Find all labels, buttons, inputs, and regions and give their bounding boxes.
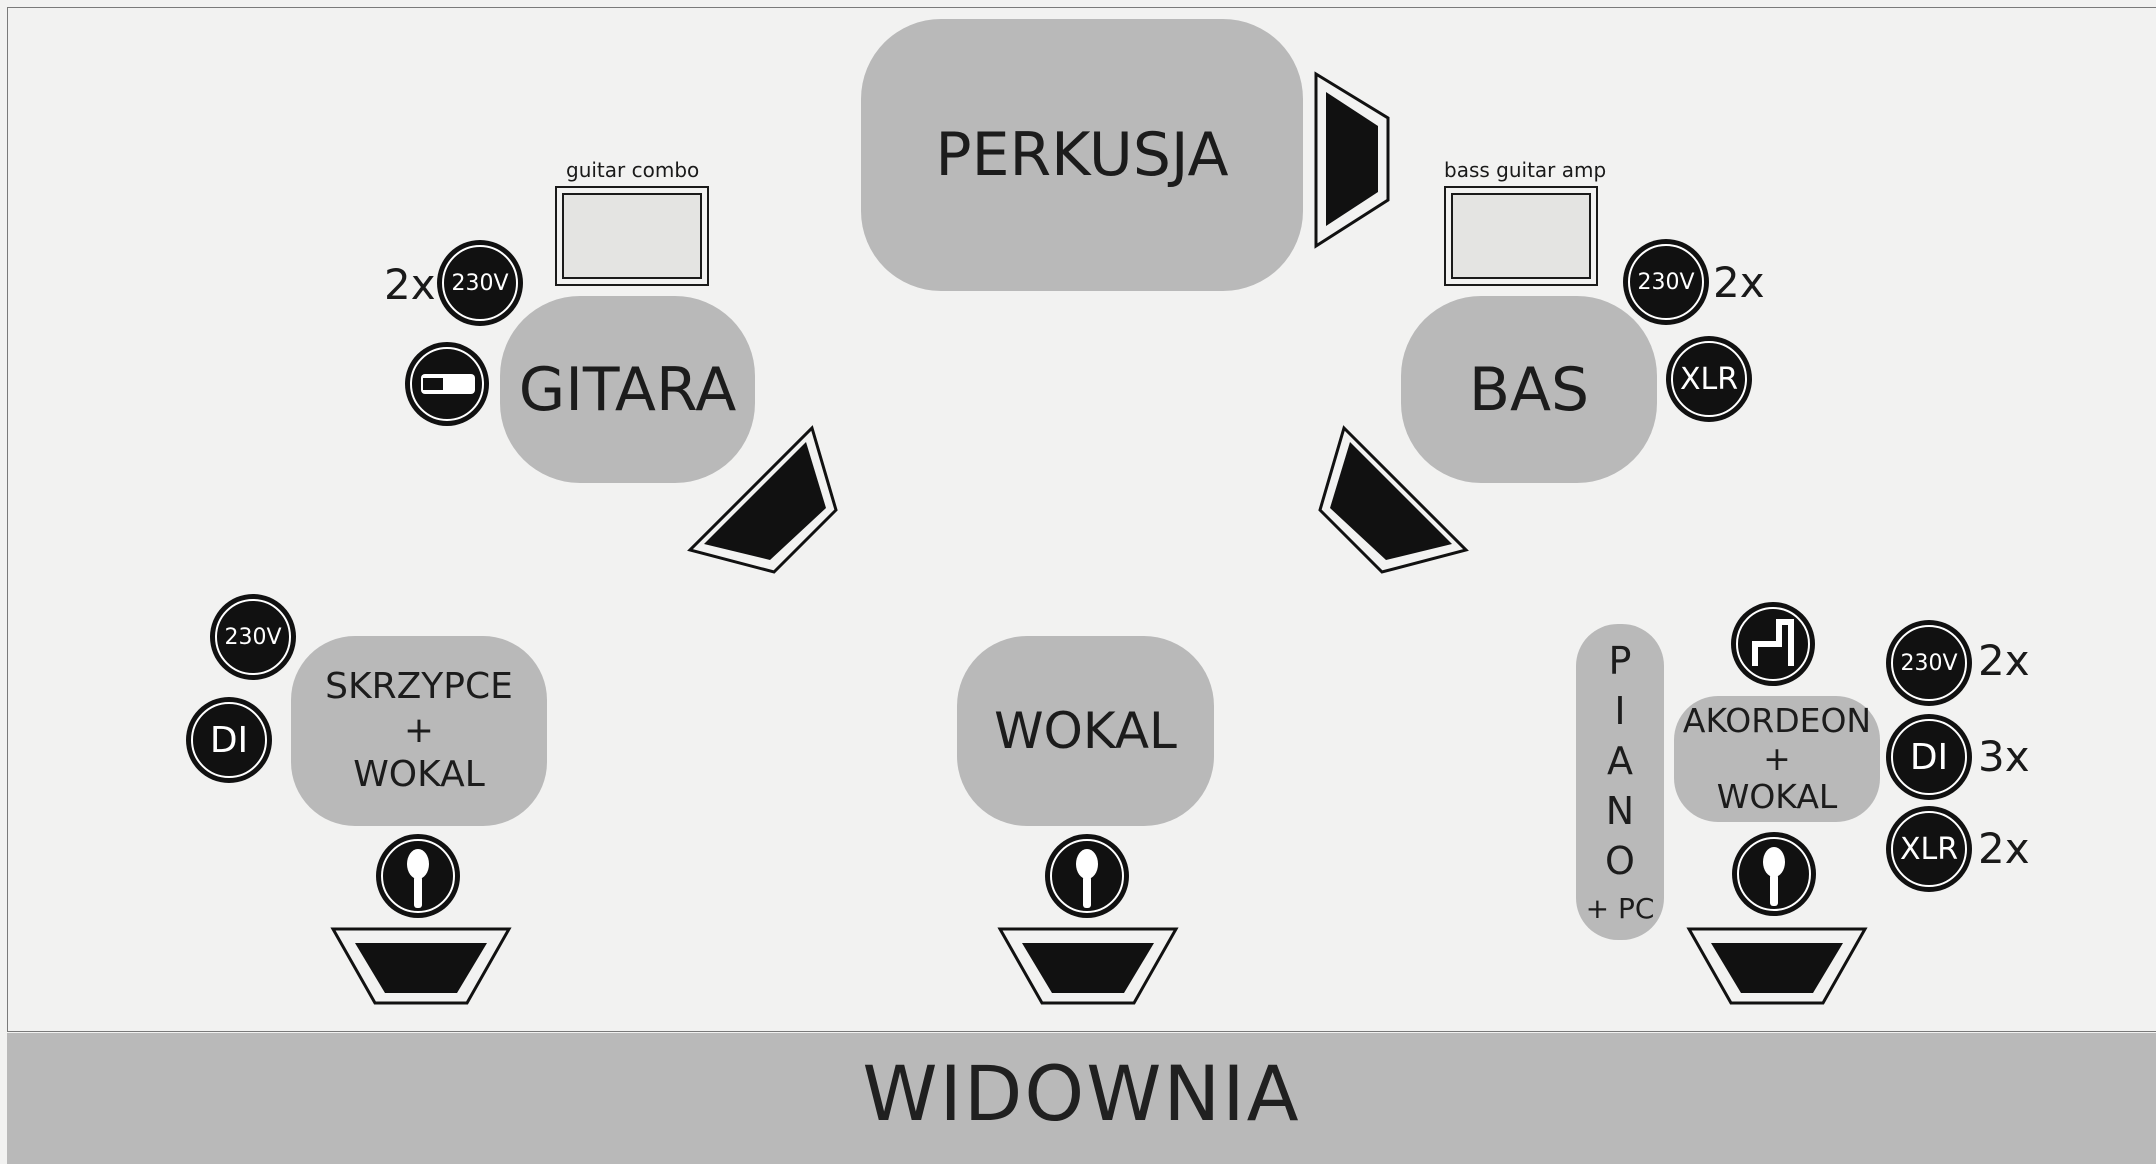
violin-label-line1: SKRZYPCE — [325, 666, 513, 707]
drums-label: PERKUSJA — [935, 120, 1229, 190]
bass-area: BAS — [1401, 296, 1657, 483]
audience-area: WIDOWNIA — [7, 1033, 2156, 1164]
bass-amp-label: bass guitar amp — [1444, 158, 1607, 182]
accordion-label-line1: AKORDEON — [1682, 701, 1872, 740]
drums-area: PERKUSJA — [861, 19, 1303, 291]
monitor-wedge-icon — [997, 927, 1179, 1005]
violin-vocal-area: SKRZYPCE + WOKAL — [291, 636, 547, 826]
guitar-combo — [555, 186, 709, 286]
violin-di-badge: DI — [186, 697, 272, 783]
guitar-power-badge: 230V — [437, 240, 523, 326]
bass-xlr-badge: XLR — [1666, 336, 1752, 422]
violin-label-line2: + — [403, 710, 435, 751]
piano-area: P I A N O + PC — [1576, 624, 1664, 940]
accordion-label-line2: + — [1763, 739, 1791, 778]
guitar-combo-label: guitar combo — [566, 158, 700, 182]
accordion-mic-icon — [1731, 602, 1815, 686]
piano-pc-label: + PC — [1585, 892, 1655, 925]
accordion-vocal-area: AKORDEON + WOKAL — [1674, 696, 1880, 822]
violin-label-line3: WOKAL — [353, 754, 485, 795]
accordion-xlr-badge: XLR — [1886, 806, 1972, 892]
guitar-label: GITARA — [518, 354, 737, 425]
drum-monitor-wedge-icon — [1314, 71, 1390, 249]
accordion-power-count: 2x — [1978, 636, 2030, 685]
bass-monitor-wedge-icon — [1318, 425, 1469, 574]
vocal-label: WOKAL — [994, 702, 1177, 760]
guitar-power-count: 2x — [384, 260, 436, 309]
bass-label: BAS — [1468, 354, 1590, 425]
accordion-di-badge: DI — [1886, 714, 1972, 800]
guitar-monitor-wedge-icon — [687, 425, 838, 574]
monitor-wedge-icon — [330, 927, 512, 1005]
microphone-icon — [376, 834, 460, 918]
piano-letters: P I A N O — [1605, 639, 1635, 883]
jack-cable-icon — [405, 342, 489, 426]
accordion-xlr-count: 2x — [1978, 824, 2030, 873]
vocal-area: WOKAL — [957, 636, 1214, 826]
violin-power-badge: 230V — [210, 594, 296, 680]
guitar-area: GITARA — [500, 296, 755, 483]
accordion-di-count: 3x — [1978, 732, 2030, 781]
bass-power-count: 2x — [1713, 258, 1765, 307]
bass-amp — [1444, 186, 1598, 286]
accordion-power-badge: 230V — [1886, 620, 1972, 706]
accordion-label-line3: WOKAL — [1716, 777, 1838, 816]
audience-label: WIDOWNIA — [862, 1049, 1301, 1138]
bass-power-badge: 230V — [1623, 239, 1709, 325]
microphone-icon — [1732, 832, 1816, 916]
monitor-wedge-icon — [1686, 927, 1868, 1005]
microphone-icon — [1045, 834, 1129, 918]
